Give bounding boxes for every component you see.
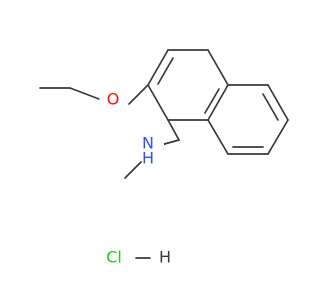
chloride-label: Cl [106,248,122,267]
bond [207,119,229,155]
double-bond-line [157,57,174,85]
double-bond-line [204,88,220,114]
bond [207,49,229,86]
nitrogen-atom-label: N [142,134,154,153]
bond [147,84,169,121]
oxygen-label-background [105,89,123,111]
bond [128,84,149,105]
bond [167,119,180,141]
nitrogen-hydrogen-label: H [142,149,154,168]
bond [267,84,289,121]
bond [124,161,142,179]
hydrogen-label: H [159,248,171,267]
bond [267,119,289,155]
bond [207,84,229,121]
chemical-structure-diagram: O N H Cl H [39,49,289,267]
nitrogen-label-background [132,134,164,156]
bond [69,87,100,100]
double-bond-line [262,93,279,121]
oxygen-atom-label: O [107,90,120,109]
bond [147,49,169,86]
